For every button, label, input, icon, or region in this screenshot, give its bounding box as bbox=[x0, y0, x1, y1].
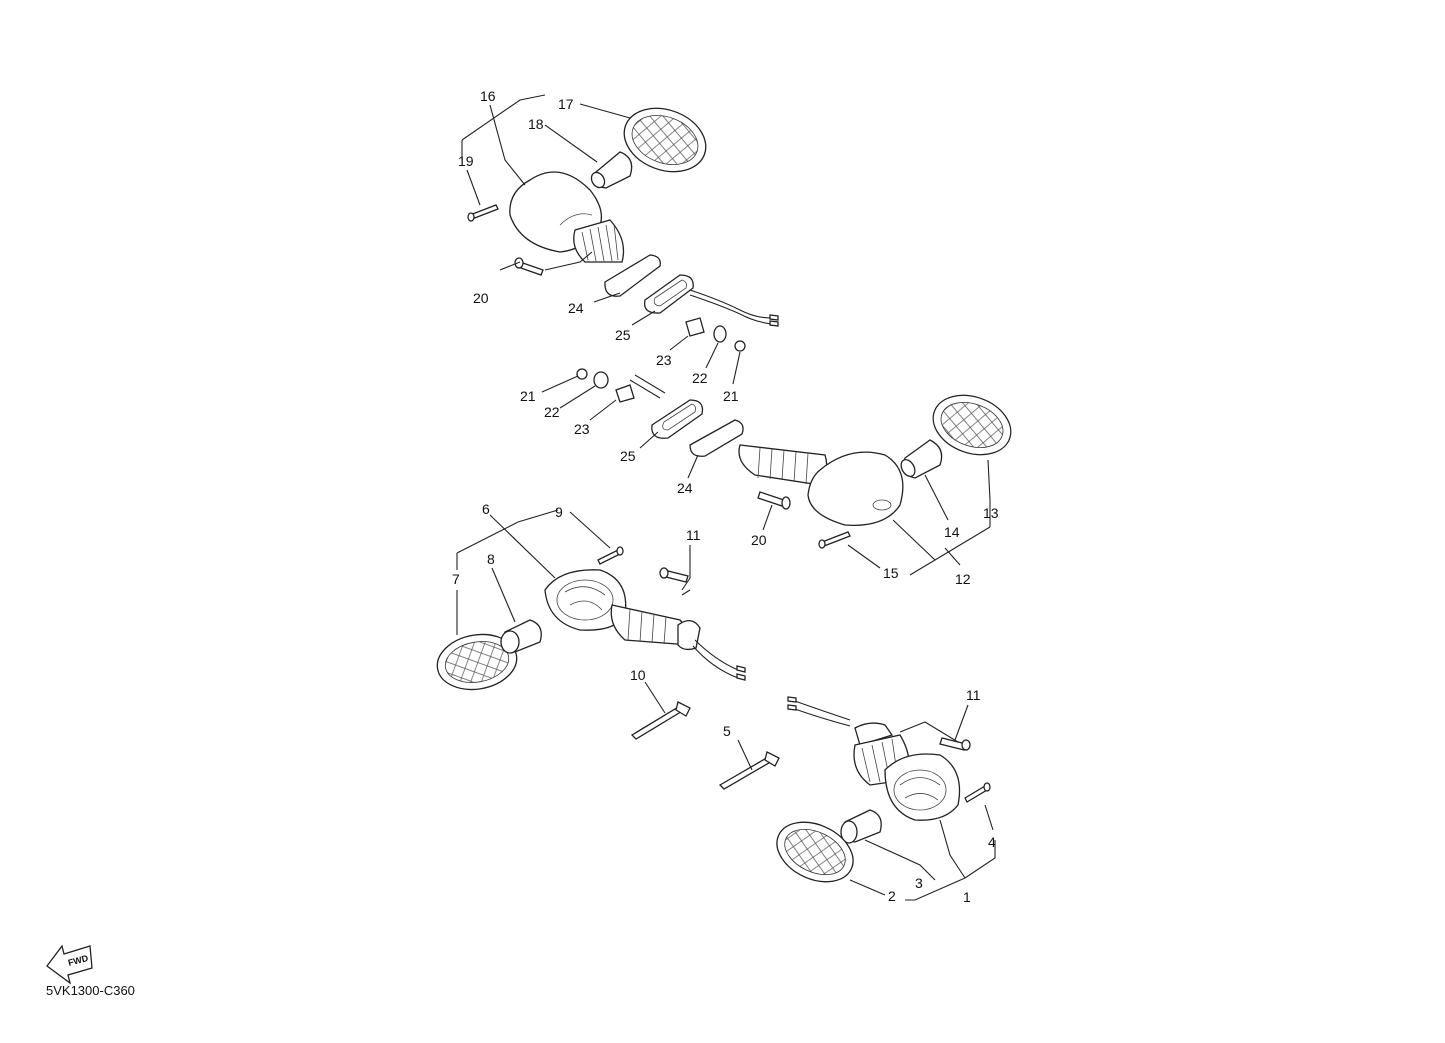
bulb-14 bbox=[900, 439, 943, 479]
callout-9: 9 bbox=[555, 504, 563, 520]
callout-4: 4 bbox=[988, 834, 996, 850]
callout-24-mid: 24 bbox=[677, 480, 693, 496]
callout-23-top: 23 bbox=[656, 352, 672, 368]
bolt-11-right bbox=[939, 737, 971, 751]
plate-24-mid bbox=[689, 419, 744, 457]
grommet-25 bbox=[643, 274, 694, 314]
callout-15: 15 bbox=[883, 565, 899, 581]
nut-21-mid bbox=[576, 368, 588, 380]
callout-6: 6 bbox=[482, 501, 490, 517]
callout-19: 19 bbox=[458, 153, 474, 169]
stem-bellows-top bbox=[573, 219, 625, 263]
callout-18: 18 bbox=[528, 116, 544, 132]
stem-bellows-left bbox=[610, 604, 701, 651]
callout-8: 8 bbox=[487, 551, 495, 567]
bulb-8 bbox=[500, 619, 542, 654]
bolt-20-mid bbox=[757, 491, 791, 510]
screw-19 bbox=[467, 204, 499, 222]
cable-tie-5 bbox=[718, 751, 780, 790]
callout-24-top: 24 bbox=[568, 300, 584, 316]
callout-22-top: 22 bbox=[692, 370, 708, 386]
bolt-11-left bbox=[659, 567, 689, 583]
callout-2: 2 bbox=[888, 888, 896, 904]
callout-1: 1 bbox=[963, 889, 971, 905]
screw-15 bbox=[818, 531, 851, 549]
callout-12: 12 bbox=[955, 571, 971, 587]
washer-22-top bbox=[713, 325, 727, 343]
callout-20-mid: 20 bbox=[751, 532, 767, 548]
callout-11-right: 11 bbox=[966, 687, 981, 703]
callout-21-mid: 21 bbox=[520, 388, 536, 404]
housing-1 bbox=[884, 753, 961, 821]
callout-5: 5 bbox=[723, 723, 731, 739]
callout-10: 10 bbox=[630, 667, 646, 683]
housing-12 bbox=[807, 451, 904, 526]
callout-22-mid: 22 bbox=[544, 404, 560, 420]
callout-23-mid: 23 bbox=[574, 421, 590, 437]
fwd-arrow-icon: FWD bbox=[46, 944, 93, 985]
plate-24 bbox=[604, 254, 661, 297]
callout-7: 7 bbox=[452, 571, 460, 587]
collar-23-top bbox=[685, 317, 705, 337]
middle-turn-signal-assembly bbox=[541, 368, 1012, 576]
grommet-25-mid bbox=[651, 399, 704, 439]
callout-25-mid: 25 bbox=[620, 448, 636, 464]
bolt-20-top bbox=[514, 257, 544, 276]
lower-left-turn-signal-assembly bbox=[436, 509, 746, 740]
screw-4 bbox=[964, 782, 991, 803]
top-turn-signal-assembly bbox=[461, 94, 779, 385]
screw-9 bbox=[597, 546, 624, 565]
nut-21-top bbox=[734, 340, 746, 352]
callout-13: 13 bbox=[983, 505, 999, 521]
diagram-code: 5VK1300-C360 bbox=[46, 983, 135, 998]
callout-16: 16 bbox=[480, 88, 496, 104]
callout-20-top: 20 bbox=[473, 290, 489, 306]
callout-14: 14 bbox=[944, 524, 960, 540]
washer-22-mid bbox=[593, 371, 609, 389]
bulb-18 bbox=[590, 151, 633, 189]
callout-17: 17 bbox=[558, 96, 574, 112]
callout-3: 3 bbox=[915, 875, 923, 891]
callout-labels: 1 2 3 4 5 6 7 8 9 10 11 11 12 13 14 15 1… bbox=[452, 88, 999, 905]
bulb-3 bbox=[840, 809, 882, 844]
cable-tie-10 bbox=[630, 701, 691, 740]
lower-right-turn-signal-assembly bbox=[718, 696, 996, 901]
collar-23-mid bbox=[615, 384, 635, 403]
callout-21-top: 21 bbox=[723, 388, 739, 404]
callout-25-top: 25 bbox=[615, 327, 631, 343]
callout-11-left: 11 bbox=[686, 527, 701, 543]
